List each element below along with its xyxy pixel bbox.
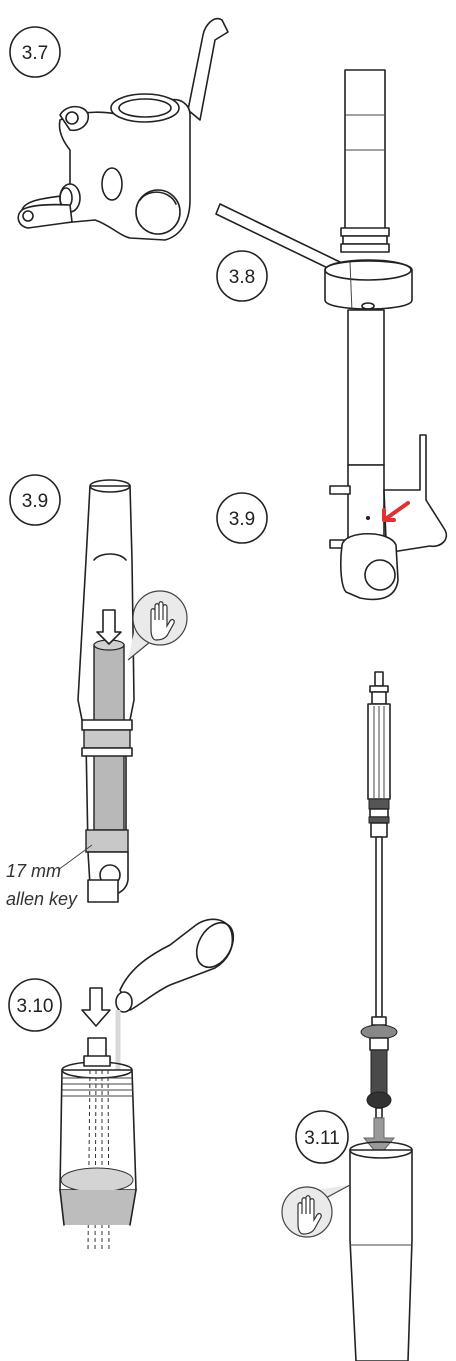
tool-note-line-1: 17 mm (6, 861, 61, 881)
damper-tube-illustration (59, 987, 137, 1251)
step-3-10-badge: 3.10 (8, 978, 62, 1032)
tool-note: 17 mm allen key (6, 844, 93, 909)
damper-cartridge-illustration (349, 671, 413, 1361)
tool-note-line-2: allen key (6, 889, 78, 909)
hand-stop-bubble (127, 590, 188, 661)
hand-stop-icon (150, 601, 175, 641)
lower-casting-illustration (17, 17, 229, 241)
svg-text:3.9: 3.9 (229, 509, 255, 530)
hand-stop-bubble (281, 1184, 351, 1238)
arrow-down-icon (96, 609, 122, 645)
svg-text:3.8: 3.8 (229, 267, 255, 288)
step-3-9-right-badge: 3.9 (216, 492, 268, 544)
fork-leg-cartridge-illustration (77, 479, 135, 903)
step-3-11-group: 3.11 (281, 671, 413, 1361)
upper-fork-tube-illustration (215, 69, 448, 601)
arrow-down-icon (81, 987, 111, 1027)
svg-text:3.10: 3.10 (17, 996, 54, 1017)
svg-text:3.9: 3.9 (22, 491, 48, 512)
step-3-11-badge: 3.11 (295, 1110, 349, 1164)
arrow-down-icon (362, 1117, 396, 1157)
step-3-8-group: 3.8 (215, 69, 448, 601)
svg-text:3.7: 3.7 (22, 43, 48, 64)
oil-bottle-illustration (115, 918, 235, 1070)
step-3-9-left-group: 3.9 (6, 474, 188, 909)
step-3-10-group: 3.10 (8, 918, 235, 1251)
step-3-8-badge: 3.8 (216, 250, 268, 302)
step-3-7-group: 3.7 (9, 17, 229, 241)
hand-stop-icon (297, 1195, 322, 1235)
svg-text:3.11: 3.11 (304, 1128, 340, 1149)
step-3-7-badge: 3.7 (9, 26, 61, 78)
step-3-9-left-badge: 3.9 (9, 474, 61, 526)
red-arrow-icon (382, 501, 410, 522)
